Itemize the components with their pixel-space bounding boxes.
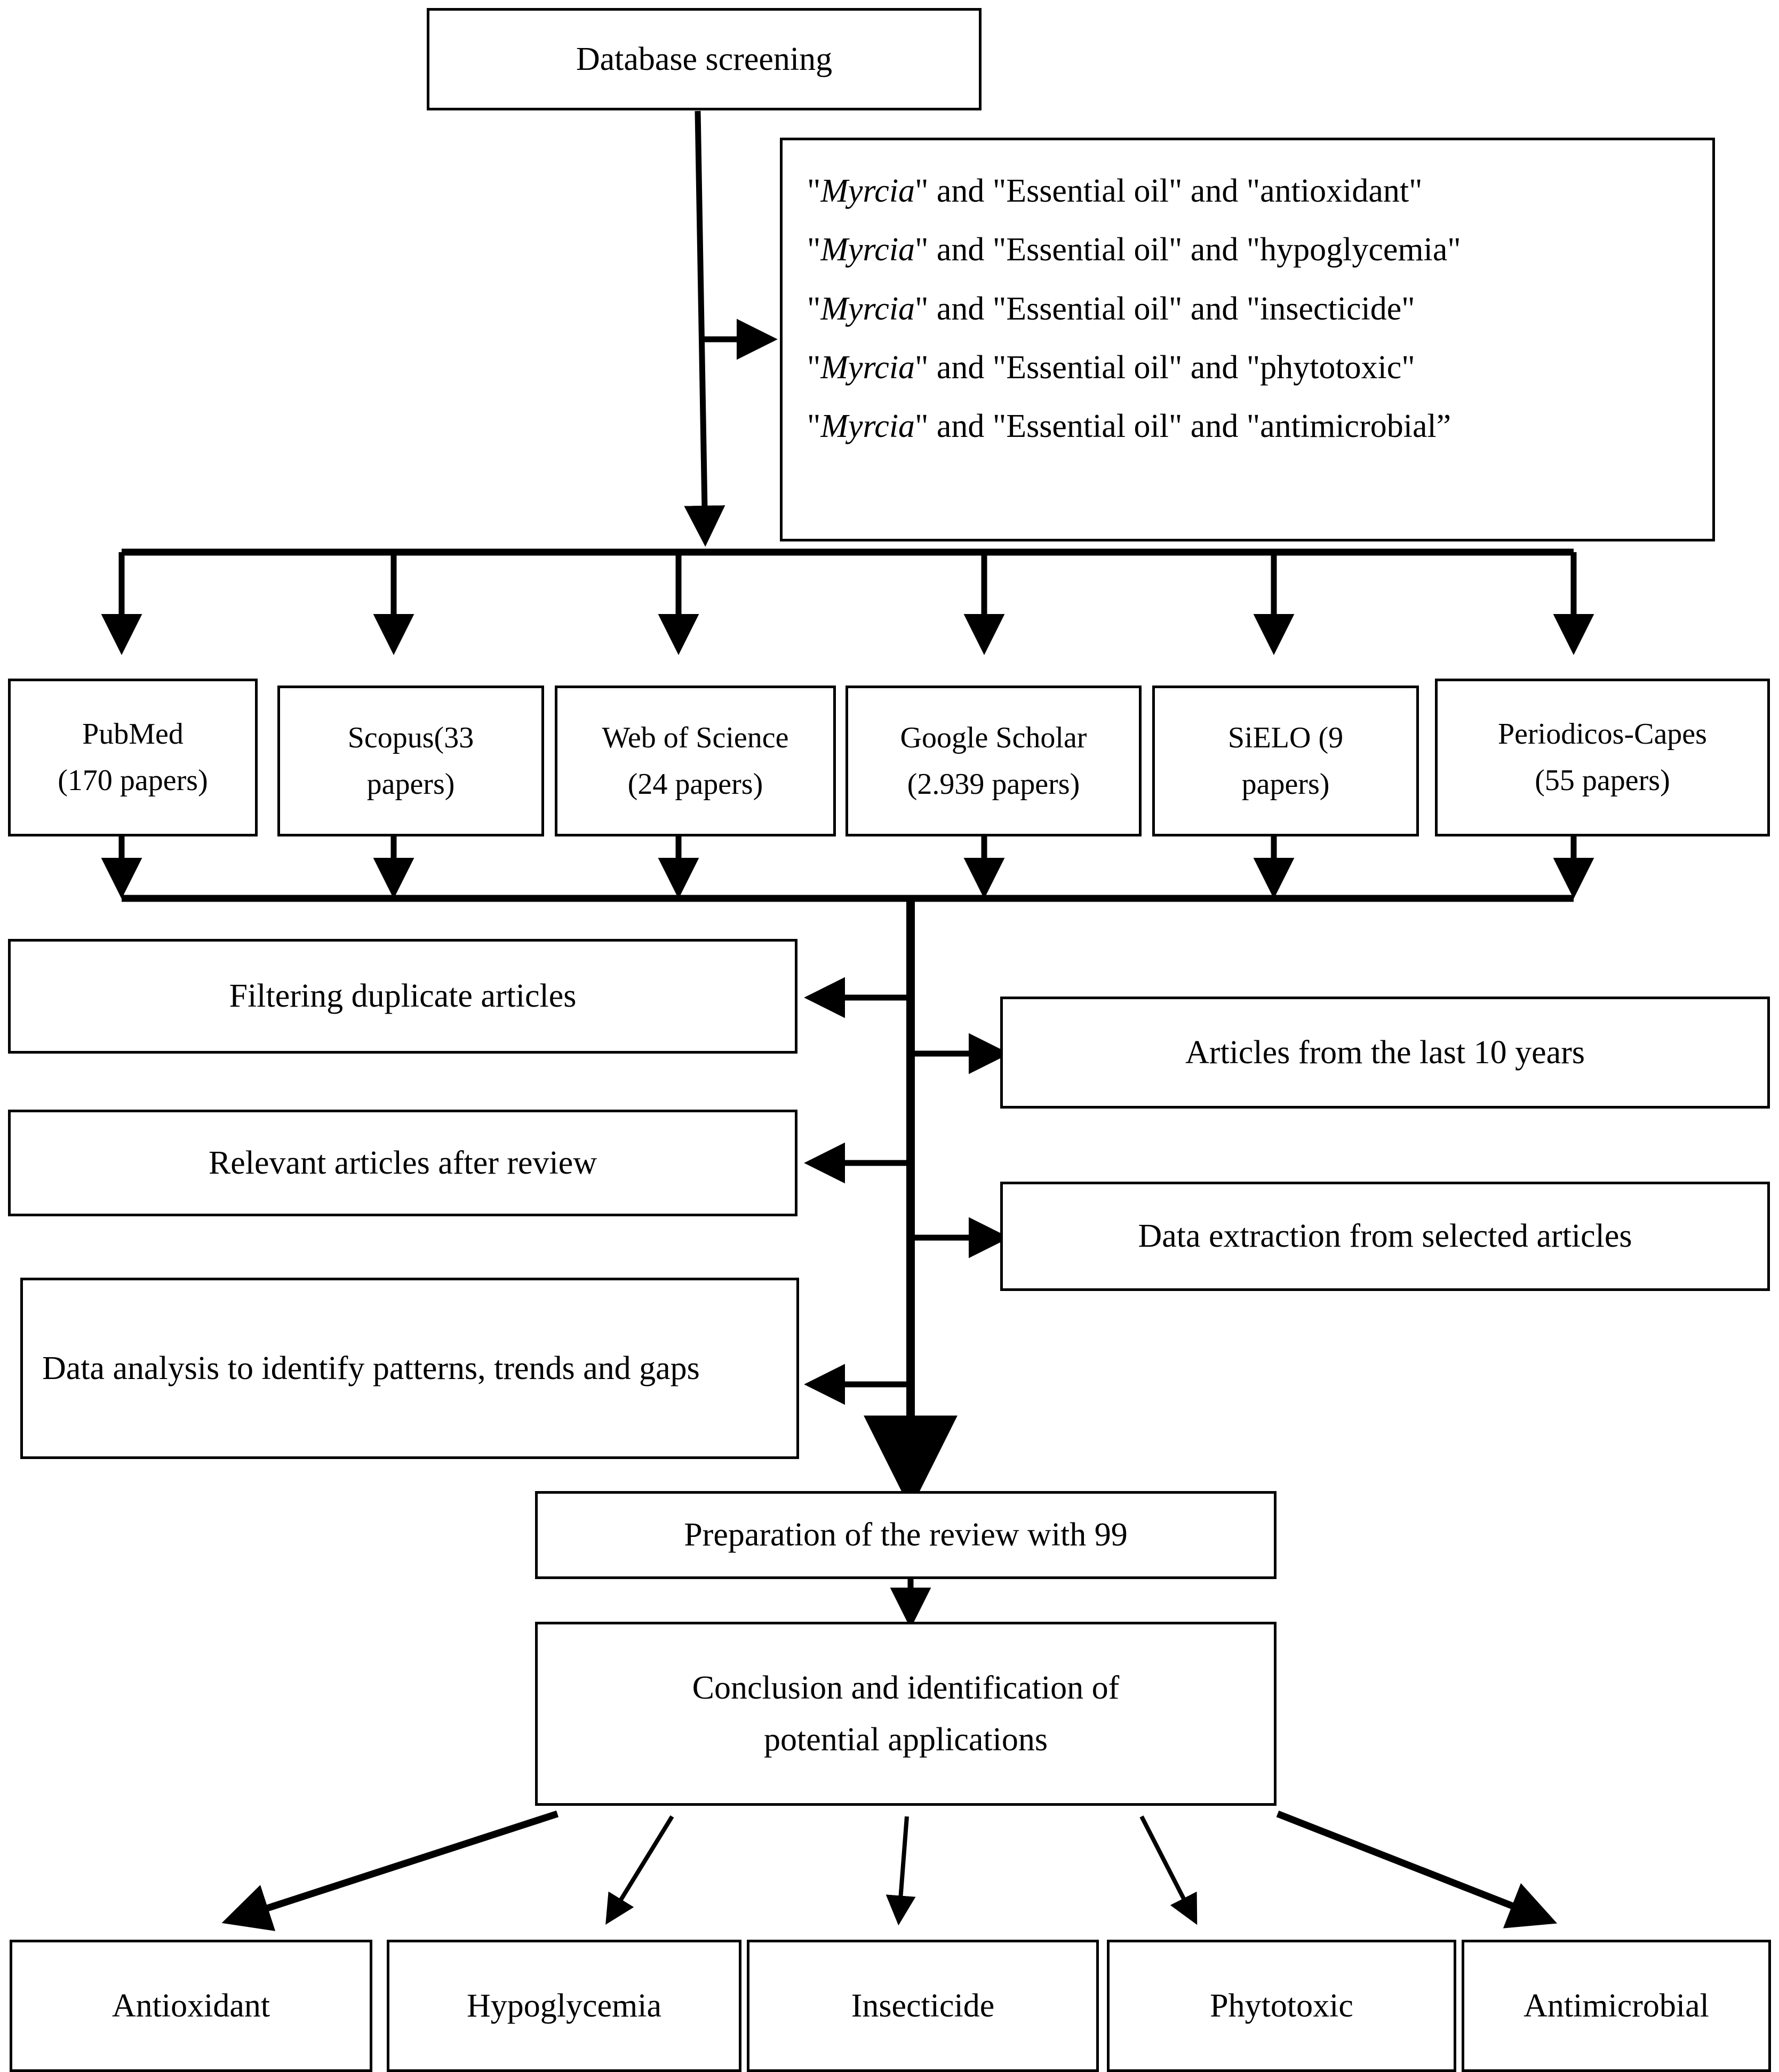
query-quote-open: " xyxy=(807,232,821,268)
database-count: papers) xyxy=(366,767,455,801)
outcome-node-hypoglycemia[interactable]: Hypoglycemia xyxy=(387,1940,741,2072)
query-genus: Myrcia xyxy=(820,173,915,209)
query-genus: Myrcia xyxy=(820,290,915,327)
database-count: papers) xyxy=(1241,767,1330,801)
outcome-label: Antimicrobial xyxy=(1523,1987,1709,2024)
database-count: (170 papers) xyxy=(58,764,208,797)
process-node-relevant-articles[interactable]: Relevant articles after review xyxy=(8,1110,797,1216)
process-node-data-analysis[interactable]: Data analysis to identify patterns, tren… xyxy=(20,1278,799,1459)
start-node-database-screening[interactable]: Database screening xyxy=(427,8,982,110)
process-label: Data extraction from selected articles xyxy=(1138,1218,1632,1255)
query-quote-open: " xyxy=(807,408,821,445)
process-node-last-10-years[interactable]: Articles from the last 10 years xyxy=(1000,997,1770,1109)
query-genus: Myrcia xyxy=(820,349,915,386)
outcome-label: Insecticide xyxy=(851,1987,995,2024)
process-node-filtering-duplicates[interactable]: Filtering duplicate articles xyxy=(8,939,797,1054)
query-terms: " and "Essential oil" and "antioxidant" xyxy=(915,173,1423,209)
database-node-pubmed[interactable]: PubMed (170 papers) xyxy=(8,679,258,836)
database-name: PubMed xyxy=(82,718,184,751)
outcome-node-insecticide[interactable]: Insecticide xyxy=(747,1940,1099,2072)
query-terms: " and "Essential oil" and "antimicrobial… xyxy=(915,408,1451,445)
search-query-line: "Myrcia" and "Essential oil" and "phytot… xyxy=(807,338,1688,397)
outcome-label: Antioxidant xyxy=(111,1987,270,2024)
database-count: (55 papers) xyxy=(1535,764,1670,797)
search-query-line: "Myrcia" and "Essential oil" and "insect… xyxy=(807,280,1688,338)
database-name: Google Scholar xyxy=(900,721,1087,754)
search-query-line: "Myrcia" and "Essential oil" and "hypogl… xyxy=(807,220,1688,279)
query-genus: Myrcia xyxy=(820,408,915,445)
search-queries-box[interactable]: "Myrcia" and "Essential oil" and "antiox… xyxy=(780,138,1715,541)
query-terms: " and "Essential oil" and "phytotoxic" xyxy=(915,349,1415,386)
query-terms: " and "Essential oil" and "hypoglycemia" xyxy=(915,232,1461,268)
process-label: Data analysis to identify patterns, tren… xyxy=(42,1350,700,1386)
database-node-web-of-science[interactable]: Web of Science (24 papers) xyxy=(555,686,836,836)
outcome-label: Hypoglycemia xyxy=(466,1987,661,2024)
search-query-line: "Myrcia" and "Essential oil" and "antimi… xyxy=(807,397,1688,456)
process-label: Preparation of the review with 99 xyxy=(684,1517,1128,1553)
process-label: Relevant articles after review xyxy=(208,1144,597,1181)
outcome-node-antioxidant[interactable]: Antioxidant xyxy=(10,1940,372,2072)
conclusion-line-1: Conclusion and identification of xyxy=(692,1670,1120,1707)
process-label: Filtering duplicate articles xyxy=(229,978,577,1015)
conclusion-line-2: potential applications xyxy=(763,1721,1048,1758)
process-label: Articles from the last 10 years xyxy=(1185,1034,1585,1071)
query-quote-open: " xyxy=(807,173,821,209)
process-node-data-extraction[interactable]: Data extraction from selected articles xyxy=(1000,1182,1770,1291)
outcome-node-antimicrobial[interactable]: Antimicrobial xyxy=(1462,1940,1771,2072)
database-node-sielo[interactable]: SiELO (9 papers) xyxy=(1152,686,1419,836)
database-name: SiELO (9 xyxy=(1227,721,1344,754)
query-quote-open: " xyxy=(807,290,821,327)
outcome-node-phytotoxic[interactable]: Phytotoxic xyxy=(1107,1940,1456,2072)
process-node-preparation-of-review[interactable]: Preparation of the review with 99 xyxy=(535,1491,1277,1579)
database-count: (2.939 papers) xyxy=(907,767,1080,801)
process-node-conclusion[interactable]: Conclusion and identification of potenti… xyxy=(535,1622,1277,1806)
database-count: (24 papers) xyxy=(627,767,763,801)
database-node-periodicos-capes[interactable]: Periodicos-Capes (55 papers) xyxy=(1435,679,1770,836)
search-query-line: "Myrcia" and "Essential oil" and "antiox… xyxy=(807,162,1688,220)
database-node-google-scholar[interactable]: Google Scholar (2.939 papers) xyxy=(845,686,1142,836)
outcome-label: Phytotoxic xyxy=(1210,1987,1353,2024)
database-name: Scopus(33 xyxy=(347,721,474,754)
database-node-scopus[interactable]: Scopus(33 papers) xyxy=(277,686,544,836)
query-quote-open: " xyxy=(807,349,821,386)
database-name: Periodicos-Capes xyxy=(1498,718,1707,751)
query-terms: " and "Essential oil" and "insecticide" xyxy=(915,290,1415,327)
database-name: Web of Science xyxy=(602,721,789,754)
query-genus: Myrcia xyxy=(820,232,915,268)
start-node-label: Database screening xyxy=(576,41,833,77)
